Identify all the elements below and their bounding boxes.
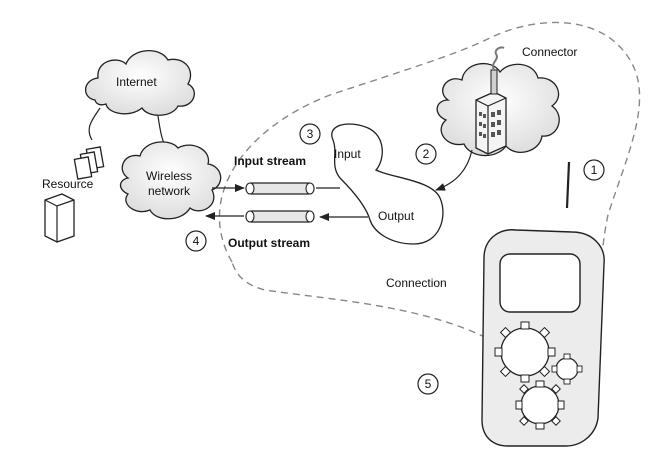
wireless-network-label-line2: network [148, 184, 191, 198]
output-stream-label: Output stream [228, 236, 310, 250]
server-icon [44, 193, 75, 243]
svg-text:1: 1 [591, 163, 598, 177]
connection-label: Connection [386, 276, 447, 290]
step-marker-2: 2 [415, 143, 437, 165]
step-marker-1: 1 [583, 159, 605, 181]
gear-icon-large [494, 321, 556, 383]
connector-to-output-arrow [435, 149, 473, 191]
gear-icon-bottom [515, 380, 565, 430]
internet-cloud: Internet [84, 50, 195, 116]
step-marker-5: 5 [417, 373, 439, 395]
step-marker-4: 4 [185, 230, 207, 252]
output-label: Output [378, 209, 415, 223]
resource-label: Resource [42, 177, 94, 191]
connection-boundary [218, 21, 641, 382]
mobile-phone-icon [481, 161, 605, 447]
svg-text:5: 5 [425, 377, 432, 391]
svg-text:3: 3 [307, 127, 314, 141]
input-output-blob: Input Output [331, 123, 444, 245]
factory-icon [475, 46, 507, 155]
connector-label: Connector [522, 45, 577, 59]
internet-label: Internet [116, 75, 157, 89]
input-label: Input [334, 147, 361, 161]
internet-to-resource-link [88, 107, 101, 141]
input-stream-label: Input stream [234, 154, 306, 168]
output-stream-tube [245, 210, 315, 223]
input-stream-tube [245, 182, 315, 195]
wireless-network-cloud: Wireless network [119, 141, 222, 220]
svg-text:2: 2 [423, 147, 430, 161]
wireless-network-label-line1: Wireless [146, 169, 192, 183]
svg-text:4: 4 [193, 234, 200, 248]
document-stack-icon [73, 146, 105, 180]
step-marker-3: 3 [299, 123, 321, 145]
gear-icon-small [551, 353, 583, 385]
